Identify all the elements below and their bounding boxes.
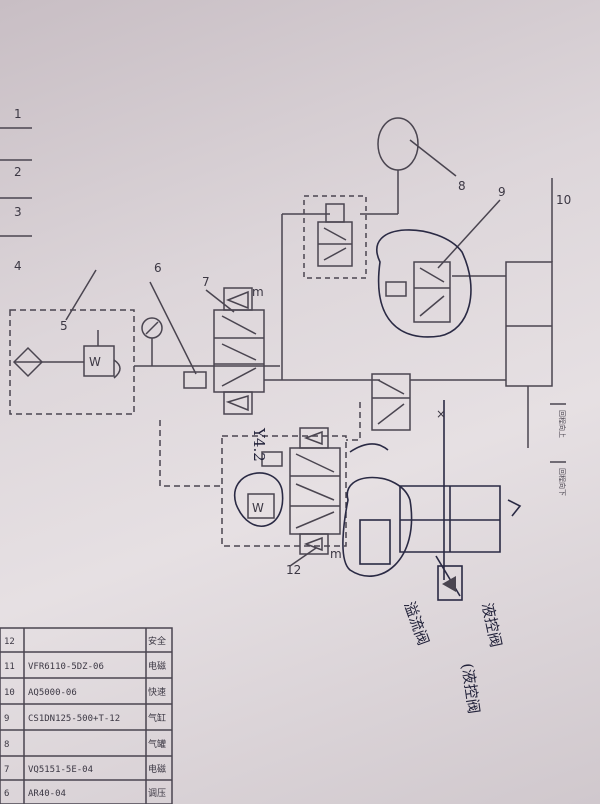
valve-mark-top: m — [252, 285, 264, 299]
table-no-8: 8 — [4, 740, 9, 750]
handwritten-main-label: Y4.2 — [250, 427, 268, 462]
edge-number-scale: 1 2 3 4 — [0, 107, 32, 273]
table-no-6: 6 — [4, 789, 9, 799]
table-name-9: 气缸 — [148, 712, 166, 724]
table-no-12: 12 — [4, 637, 15, 647]
table-spec-10: AQ5000-06 — [28, 688, 77, 698]
table-name-6: 调压 — [148, 788, 166, 799]
label-8: 8 — [458, 179, 466, 193]
air-tank-8: 8 — [360, 117, 466, 215]
rotated-note-2: 回程向下 — [558, 468, 567, 496]
table-name-12: 安全 — [148, 635, 166, 647]
label-3: 3 — [14, 205, 22, 219]
label-5: 5 — [60, 319, 68, 333]
svg-text:W: W — [89, 355, 101, 369]
table-name-8: 气罐 — [148, 738, 166, 750]
table-no-7: 7 — [4, 765, 9, 775]
parts-table: 12 安全 11 VFR6110-5DZ-06 电磁 10 AQ5000-06 … — [0, 627, 173, 804]
valve-mark-bottom: m — [330, 547, 342, 561]
table-no-10: 10 — [4, 688, 15, 698]
main-valve-7: m 7 — [202, 275, 265, 415]
svg-text:×: × — [436, 407, 446, 421]
air-source-unit: W 5 — [9, 269, 135, 415]
tank-valve — [303, 195, 367, 279]
handwritten-note-3: 溢流阀 — [400, 599, 432, 647]
table-name-11: 电磁 — [148, 660, 166, 672]
label-2: 2 — [14, 165, 22, 179]
label-4: 4 — [14, 259, 22, 273]
table-name-7: 电磁 — [148, 763, 166, 775]
rotated-note-1: 回程向上 — [558, 410, 567, 438]
table-no-11: 11 — [4, 662, 15, 672]
handwritten-note-1: 液控阀 — [478, 601, 505, 649]
table-spec-9: CS1DN125-500+T-12 — [28, 714, 120, 724]
label-7: 7 — [202, 275, 210, 289]
valve-12-assembly: m W 12 — [221, 427, 347, 577]
table-spec-7: VQ5151-5E-04 — [28, 765, 93, 775]
svg-text:W: W — [252, 501, 264, 515]
label-12: 12 — [286, 563, 301, 577]
table-name-10: 快速 — [148, 686, 166, 698]
lower-valve: × — [371, 373, 506, 580]
label-6: 6 — [154, 261, 162, 275]
handwritten-note-2: (液控阀 — [458, 662, 483, 715]
label-10: 10 — [556, 193, 571, 207]
label-9: 9 — [498, 185, 506, 199]
cylinder-10: 10 — [452, 178, 571, 448]
table-spec-11: VFR6110-5DZ-06 — [28, 662, 104, 672]
pressure-gauge: 6 — [141, 261, 197, 375]
label-1: 1 — [14, 107, 22, 121]
table-spec-6: AR40-04 — [28, 789, 66, 799]
valve-9: 9 — [376, 185, 506, 338]
handwritten-sketch — [342, 476, 522, 601]
table-no-9: 9 — [4, 714, 9, 724]
